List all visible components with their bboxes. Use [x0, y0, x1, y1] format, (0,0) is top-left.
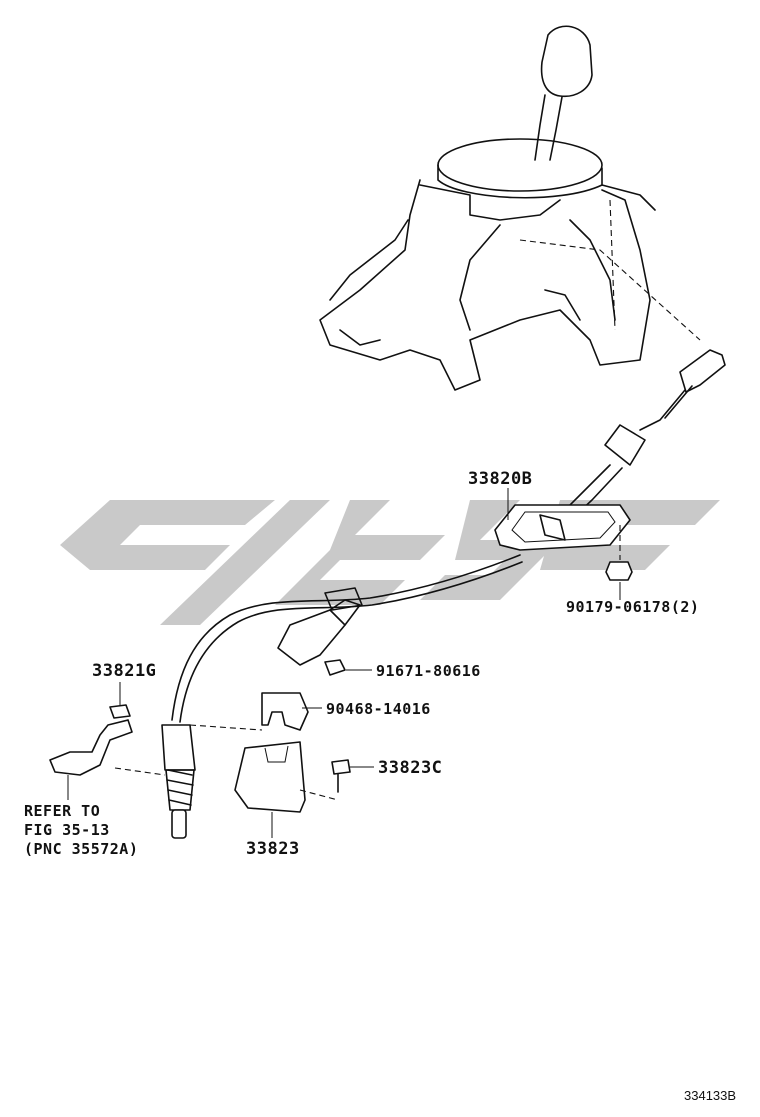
label-upper-nut: 33821G [92, 661, 156, 681]
label-nut: 90179-06178(2) [566, 598, 699, 616]
label-screw: 33823C [378, 758, 442, 778]
label-bolt: 91671-80616 [376, 662, 481, 680]
bracket [189, 724, 339, 813]
link-bracket [49, 719, 166, 776]
leader-lines [67, 488, 621, 838]
refer-note-line-3: (PNC 35572A) [24, 840, 138, 858]
label-clip: 90468-14016 [326, 700, 431, 718]
figure-code: 334133B [684, 1088, 736, 1103]
label-cable-plate: 33820B [468, 469, 532, 489]
clip [261, 692, 309, 731]
cable-bracket [277, 599, 361, 676]
label-bracket: 33823 [246, 839, 300, 859]
cable-plate [494, 504, 631, 560]
upper-nut [109, 704, 131, 719]
refer-note-line-2: FIG 35-13 [24, 821, 110, 839]
refer-note-line-1: REFER TO [24, 802, 100, 820]
shift-lever-assembly [319, 25, 701, 391]
nut [605, 561, 633, 581]
screw [331, 759, 351, 793]
shift-cable [161, 349, 726, 839]
